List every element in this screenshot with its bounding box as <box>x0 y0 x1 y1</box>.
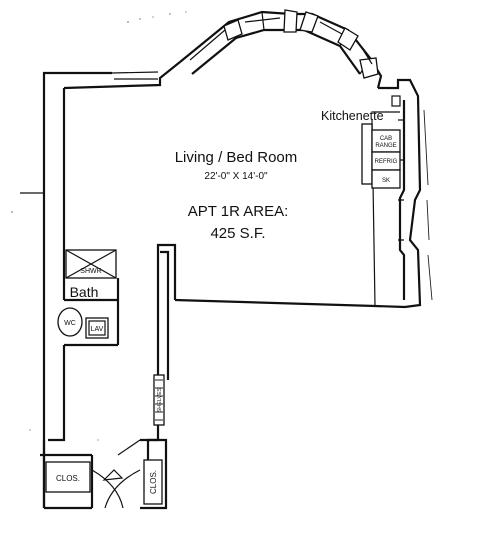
sink-box <box>371 169 401 189</box>
living-room-name: Living / Bed Room <box>175 149 298 166</box>
kitchenette-label: Kitchenette <box>321 109 384 123</box>
scan-specks <box>11 11 187 441</box>
shelves-unit <box>153 374 165 426</box>
bath-fixtures <box>57 249 120 347</box>
living-room-dims: 22'-0" X 14'-0" <box>204 171 268 182</box>
kitchen-vent <box>391 95 401 107</box>
cab-range-label-2: RANGE <box>375 143 396 149</box>
wc-toilet <box>57 307 83 337</box>
closet-right-label: CLOS. <box>149 470 158 494</box>
lav-sink <box>85 317 109 339</box>
cab-range-label-1: CAB <box>380 136 392 142</box>
kitchenette-fixtures <box>361 95 401 189</box>
bath-label: Bath <box>70 284 99 300</box>
apt-area-label: APT 1R AREA: <box>188 203 289 220</box>
apt-area-value: 425 S.F. <box>210 225 265 242</box>
shower-label: SHWR <box>80 268 101 275</box>
wc-label: WC <box>64 320 76 327</box>
sink-label: SK <box>382 178 390 184</box>
door-swings <box>91 439 141 509</box>
shelves-label: SHELVES <box>157 387 163 412</box>
refrig-label: REFRIG <box>375 159 398 165</box>
closet-right-box <box>143 459 163 505</box>
closet-left-box <box>45 461 91 493</box>
lav-label: LAV <box>91 326 104 333</box>
closet-left-label: CLOS. <box>56 474 80 483</box>
exterior-walls <box>40 9 433 510</box>
counter-strip <box>361 123 373 185</box>
